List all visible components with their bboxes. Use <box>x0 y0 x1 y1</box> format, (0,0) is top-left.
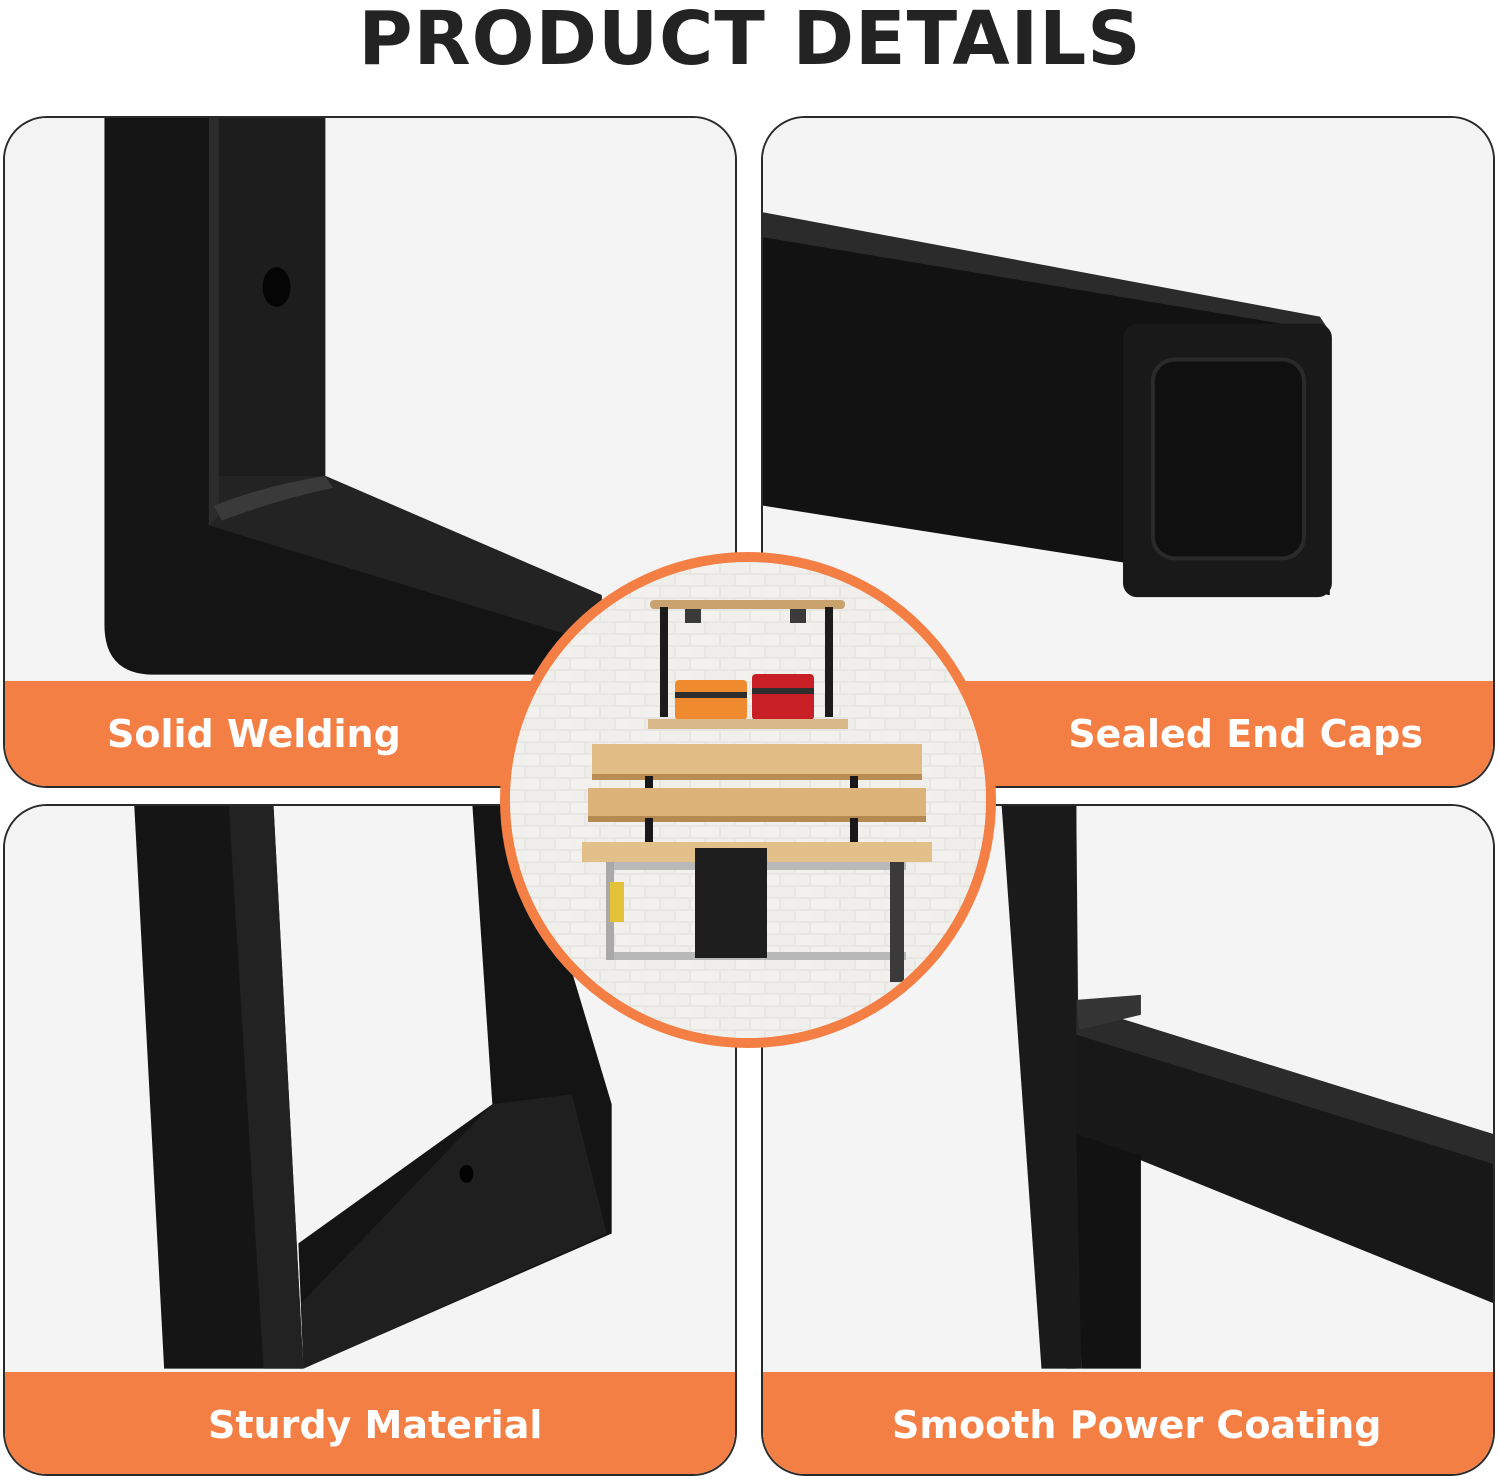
coated-frame-image <box>763 806 1493 1474</box>
page-title: PRODUCT DETAILS <box>358 0 1142 82</box>
shelving-product-image <box>510 562 986 1038</box>
feature-card-sturdy-material: Sturdy Material <box>3 804 737 1476</box>
feature-label-smooth-coating: Smooth Power Coating <box>763 1372 1493 1474</box>
welded-bracket-image <box>5 118 735 786</box>
feature-label-sturdy-material: Sturdy Material <box>5 1372 735 1474</box>
feature-card-smooth-coating: Smooth Power Coating <box>761 804 1495 1476</box>
product-showcase-circle <box>500 552 996 1048</box>
